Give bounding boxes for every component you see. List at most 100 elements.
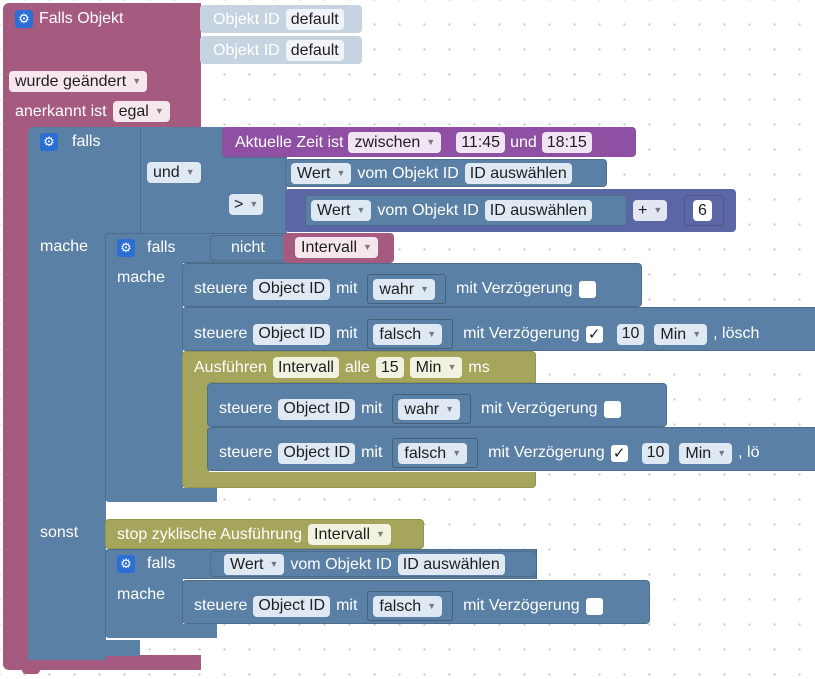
gear-icon[interactable]: ⚙ [117,239,135,257]
if-block-outer-bottom [28,640,140,656]
value-dropdown[interactable]: wahr ▼ [373,278,435,300]
interval-label: Ausführen [194,358,267,376]
chevron-down-icon: ▼ [132,76,142,86]
chevron-down-icon: ▼ [692,328,702,339]
gear-icon[interactable]: ⚙ [117,555,135,573]
value-dropdown[interactable]: wahr ▼ [398,398,460,420]
math-op-dropdown[interactable]: + ▼ [633,200,668,221]
chevron-down-icon: ▼ [376,529,385,539]
delay-unit-dropdown[interactable]: Min ▼ [654,323,708,345]
set-object-id[interactable]: Object ID [278,442,356,464]
value-a-field-dropdown[interactable]: Wert ▼ [291,163,352,184]
compare-row: > ▼ [229,194,264,215]
trigger-header: ⚙ Falls Objekt [15,9,123,29]
value-a-id[interactable]: ID auswählen [464,163,572,184]
interval-unit-dropdown[interactable]: Min ▼ [409,357,463,378]
math-num-row: 6 [693,200,712,221]
delay-label: mit Verzögerung [463,325,580,342]
logic-op-dropdown[interactable]: und ▼ [147,162,201,183]
delay-num[interactable]: 10 [641,442,670,464]
if1-mache-label: mache [40,238,89,255]
interval-every-label: alle [344,358,370,376]
object-id-label: Objekt ID [213,41,280,59]
delay-num[interactable]: 10 [616,323,645,345]
set-row-3: steuere Object ID mit wahr ▼ mit Verzöge… [219,394,621,424]
set-row-4: steuere Object ID mit falsch ▼ mit Verzö… [219,438,759,468]
trigger-block-notch [22,668,40,674]
if2-falls-label: falls [147,239,176,256]
set-object-id[interactable]: Object ID [278,398,356,420]
time-to-field[interactable]: 18:15 [541,132,592,153]
chevron-down-icon: ▼ [445,403,454,414]
time-op-value: zwischen [354,134,421,151]
compare-op-dropdown[interactable]: > ▼ [229,194,264,215]
changed-dropdown[interactable]: wurde geändert ▼ [9,71,148,92]
delay-label: mit Verzögerung [488,444,605,461]
value-dropdown-value: wahr [404,400,440,418]
object-id-value[interactable]: default [285,40,344,61]
not-label: nicht [231,239,265,256]
value-c-field-value: Wert [230,556,264,573]
delay-label: mit Verzögerung [456,280,573,297]
math-num-field[interactable]: 6 [693,200,712,221]
value-dropdown[interactable]: falsch ▼ [373,595,443,617]
value-socket: falsch ▼ [392,438,479,468]
delay-checkbox[interactable] [578,280,596,298]
value-dropdown[interactable]: falsch ▼ [373,323,443,345]
chevron-down-icon: ▼ [653,205,663,215]
value-dropdown-value: falsch [379,325,422,343]
interval-var-field[interactable]: Intervall [272,357,339,378]
time-label: Aktuelle Zeit ist [235,133,344,151]
interval-unit-value: Min [415,359,442,376]
value-dropdown-value: wahr [379,280,415,298]
value-b-id[interactable]: ID auswählen [484,200,592,221]
interval-num-field[interactable]: 15 [375,357,404,378]
set-mit-label: mit [336,325,358,342]
changed-row: wurde geändert ▼ [9,71,148,92]
value-c-field-dropdown[interactable]: Wert ▼ [224,554,285,575]
time-from-field[interactable]: 11:45 [456,132,506,153]
set-object-id[interactable]: Object ID [253,278,331,300]
stop-row: stop zyklische Ausführung Intervall ▼ [117,524,391,545]
var-row: Intervall ▼ [295,237,378,258]
chevron-down-icon: ▼ [427,600,437,611]
delay-checkbox[interactable] [603,400,621,418]
if2-header: ⚙ falls [117,238,175,258]
delay-checkbox[interactable]: ✓ [585,325,603,343]
ack-dropdown[interactable]: egal ▼ [112,101,170,122]
set-row-1: steuere Object ID mit wahr ▼ mit Verzöge… [194,274,596,304]
ack-dropdown-value: egal [118,103,149,120]
delay-checkbox[interactable] [585,597,603,615]
gear-icon[interactable]: ⚙ [40,133,58,151]
if2-mache-label: mache [117,269,166,286]
set-label: steuere [219,400,273,417]
value-b-field-dropdown[interactable]: Wert ▼ [311,200,372,221]
chevron-down-icon: ▼ [452,447,462,458]
value-b-row: Wert ▼ vom Objekt ID ID auswählen [311,200,592,221]
object-id-value[interactable]: default [285,9,344,30]
stop-var-dropdown[interactable]: Intervall ▼ [308,524,391,545]
value-c-id[interactable]: ID auswählen [397,554,505,575]
chevron-down-icon: ▼ [249,199,259,209]
time-row: Aktuelle Zeit ist zwischen ▼ 11:45 und 1… [235,132,592,153]
interval-block-spine [182,382,209,478]
chevron-down-icon: ▼ [356,205,366,215]
delay-unit-dropdown[interactable]: Min ▼ [679,442,733,464]
delay-label: mit Verzögerung [463,597,580,614]
ack-row: anerkannt ist egal ▼ [15,101,170,122]
gear-icon[interactable]: ⚙ [15,10,33,28]
compare-op-value: > [234,196,244,213]
delay-checkbox[interactable]: ✓ [610,444,628,462]
time-op-dropdown[interactable]: zwischen ▼ [348,132,442,153]
trigger-block-spine [3,120,29,665]
set-object-id[interactable]: Object ID [253,323,331,345]
interval-block[interactable] [182,351,536,383]
var-dropdown[interactable]: Intervall ▼ [295,237,378,258]
set-object-id[interactable]: Object ID [253,595,331,617]
value-dropdown[interactable]: falsch ▼ [398,442,468,464]
if3-header: ⚙ falls [117,554,175,574]
not-block[interactable] [210,235,292,261]
interval-ms-label: ms [468,358,490,376]
if1-header: ⚙ falls [40,132,100,152]
chevron-down-icon: ▼ [154,106,164,116]
